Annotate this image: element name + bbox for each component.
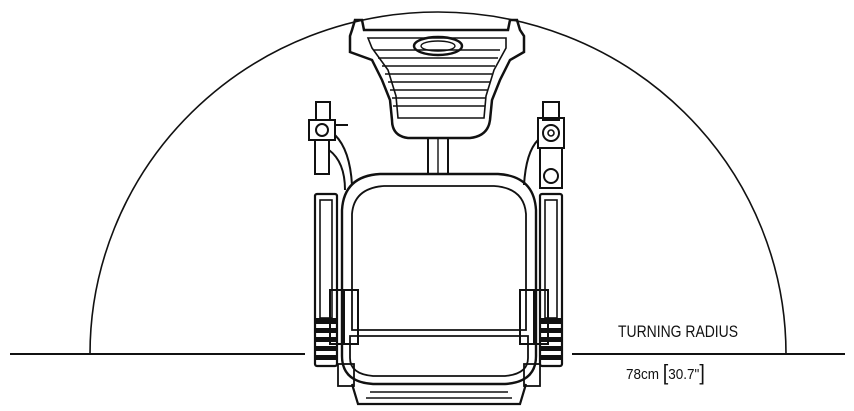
turning-radius-value: 78cm [30.7"] [626, 360, 705, 386]
turning-radius-arc [89, 11, 787, 355]
left-control-arm [308, 101, 353, 191]
backrest [348, 18, 526, 140]
right-wheel [519, 192, 564, 368]
wheelchair-top-view [308, 18, 565, 406]
backrest-post [427, 137, 449, 175]
left-wheel [313, 192, 359, 368]
bracket-open: [ [662, 360, 669, 385]
right-control-arm [523, 101, 565, 189]
radius-imperial: 30.7" [668, 366, 700, 383]
turning-radius-label: TURNING RADIUS [618, 322, 739, 341]
bracket-close: ] [699, 360, 705, 385]
seat [340, 172, 538, 386]
base-frame [337, 363, 541, 406]
radius-metric: 78cm [626, 366, 660, 383]
